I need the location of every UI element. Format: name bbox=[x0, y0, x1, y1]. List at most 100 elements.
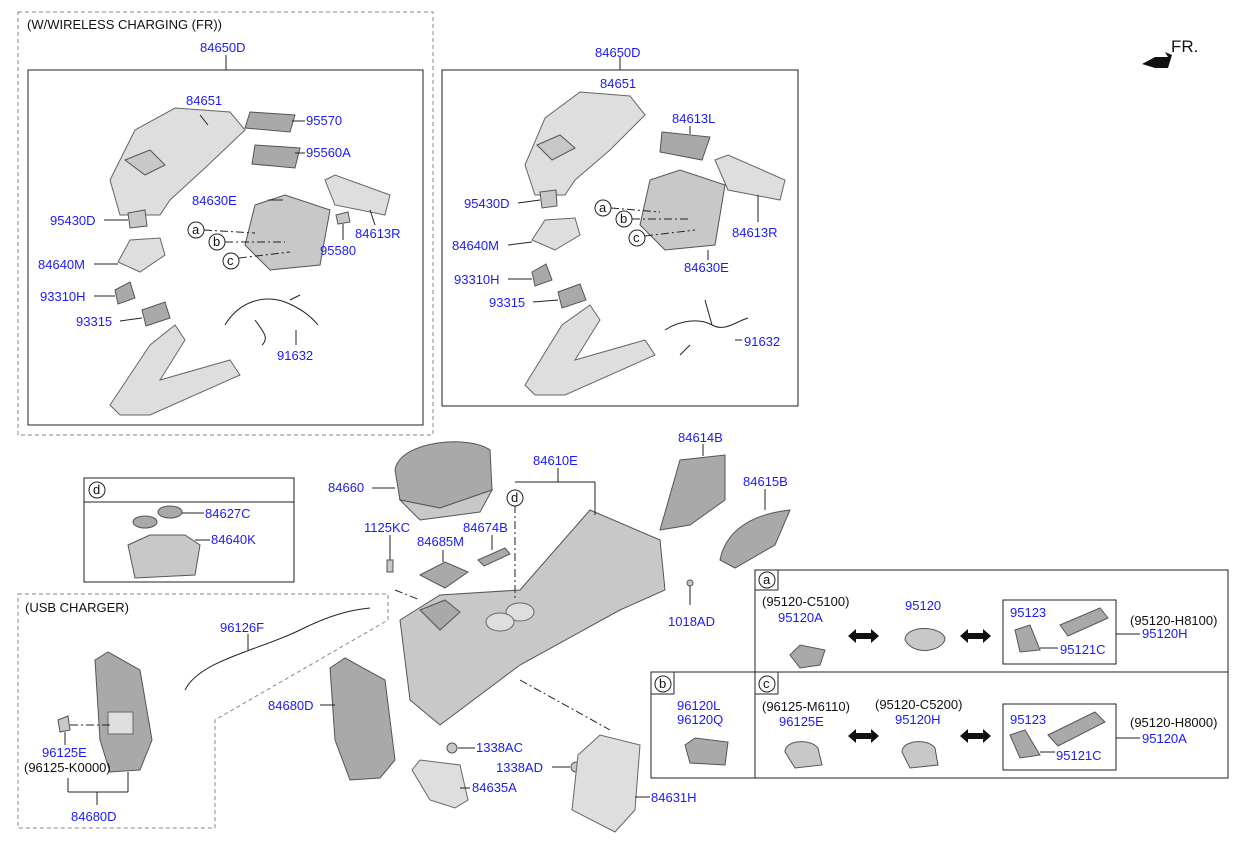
part-1338AC-label[interactable]: 1338AC bbox=[476, 740, 523, 755]
b-96120Q-label[interactable]: 96120Q bbox=[677, 712, 723, 727]
part-84685M-label[interactable]: 84685M bbox=[417, 534, 464, 549]
clip-1018AD bbox=[686, 579, 694, 587]
part-84635A-label[interactable]: 84635A bbox=[472, 780, 517, 795]
callout-c-circle-1 bbox=[222, 252, 240, 270]
a-socket-95120A bbox=[789, 644, 826, 669]
a-arrow-1 bbox=[848, 629, 879, 643]
callout-d-circle bbox=[506, 489, 524, 507]
b-aux-jack bbox=[684, 737, 729, 766]
part-91632-label[interactable]: 91632 bbox=[277, 348, 313, 363]
c-95121C-label[interactable]: 95121C bbox=[1056, 748, 1102, 763]
detail-d-badge-circle bbox=[88, 481, 106, 499]
part-96126F-label[interactable]: 96126F bbox=[220, 620, 264, 635]
c-95120-H8000: (95120-H8000) bbox=[1130, 715, 1217, 730]
callout-c-2: c bbox=[633, 230, 640, 245]
part-84615B-label[interactable]: 84615B bbox=[743, 474, 788, 489]
switch-93310H bbox=[114, 281, 136, 305]
part-84674B-label[interactable]: 84674B bbox=[463, 520, 508, 535]
detail-b-badge-circle bbox=[654, 675, 672, 693]
c-95120H-label[interactable]: 95120H bbox=[895, 712, 941, 727]
switch-95430D bbox=[127, 209, 148, 229]
part-84660-label[interactable]: 84660 bbox=[328, 480, 364, 495]
part-95560A-label[interactable]: 95560A bbox=[306, 145, 351, 160]
a-95120H-label[interactable]: 95120H bbox=[1142, 626, 1188, 641]
part-95580-label[interactable]: 95580 bbox=[320, 243, 356, 258]
part-84640K-label[interactable]: 84640K bbox=[211, 532, 256, 547]
bezel-84640M bbox=[117, 237, 166, 273]
part-95430D-b-label[interactable]: 95430D bbox=[464, 196, 510, 211]
side-panel-84614B bbox=[659, 454, 726, 531]
part-84614B-label[interactable]: 84614B bbox=[678, 430, 723, 445]
callout-c-circle-2 bbox=[628, 229, 646, 247]
part-93310H-label[interactable]: 93310H bbox=[40, 289, 86, 304]
callout-b-1: b bbox=[213, 234, 220, 249]
armrest-base bbox=[398, 489, 494, 521]
switch-93315 bbox=[141, 301, 171, 327]
a-95123-label[interactable]: 95123 bbox=[1010, 605, 1046, 620]
part-84640M-b-label[interactable]: 84640M bbox=[452, 238, 499, 253]
switch-93310H-b bbox=[531, 263, 553, 287]
part-84610E-label[interactable]: 84610E bbox=[533, 453, 578, 468]
front-direction-label: FR. bbox=[1171, 37, 1198, 56]
a-95121C-label[interactable]: 95121C bbox=[1060, 642, 1106, 657]
console-tray-84630E-b bbox=[639, 169, 726, 251]
part-1018AD-label[interactable]: 1018AD bbox=[668, 614, 715, 629]
part-84613R-b-label[interactable]: 84613R bbox=[732, 225, 778, 240]
part-84651-label[interactable]: 84651 bbox=[186, 93, 222, 108]
c-95123-label[interactable]: 95123 bbox=[1010, 712, 1046, 727]
wireless-charger-95560A bbox=[251, 144, 301, 169]
callout-a-2: a bbox=[599, 200, 607, 215]
a-95120-C5100: (95120-C5100) bbox=[762, 594, 849, 609]
wiring-harness-91632 bbox=[224, 294, 319, 346]
cup-mat-84627C-b bbox=[157, 505, 183, 519]
part-84680D-a-label[interactable]: 84680D bbox=[268, 698, 314, 713]
part-84630E-b-label[interactable]: 84630E bbox=[684, 260, 729, 275]
part-95570-label[interactable]: 95570 bbox=[306, 113, 342, 128]
part-91632-b-label[interactable]: 91632 bbox=[744, 334, 780, 349]
part-84631H-label[interactable]: 84631H bbox=[651, 790, 697, 805]
part-84640M-label[interactable]: 84640M bbox=[38, 257, 85, 272]
c-group-95120A-box bbox=[1002, 703, 1117, 771]
part-1125KC-label[interactable]: 1125KC bbox=[364, 520, 410, 535]
a-group-95120H-box bbox=[1002, 599, 1117, 665]
a-95120A-label[interactable]: 95120A bbox=[778, 610, 823, 625]
part-95580-shape bbox=[335, 211, 351, 225]
cup-holder-front bbox=[505, 602, 535, 622]
part-84680D-b-label[interactable]: 84680D bbox=[71, 809, 117, 824]
detail-a-badge: a bbox=[763, 572, 771, 587]
part-93315-label[interactable]: 93315 bbox=[76, 314, 112, 329]
b-96120L-label[interactable]: 96120L bbox=[677, 698, 720, 713]
part-84613L-label[interactable]: 84613L bbox=[672, 111, 715, 126]
part-1338AD-label[interactable]: 1338AD bbox=[496, 760, 543, 775]
c-95120A-label[interactable]: 95120A bbox=[1142, 731, 1187, 746]
detail-d-box bbox=[83, 477, 295, 583]
part-84651-b-label[interactable]: 84651 bbox=[600, 76, 636, 91]
c-socket-95120H bbox=[901, 741, 939, 769]
pad-84613L bbox=[659, 131, 711, 161]
part-84613R-label[interactable]: 84613R bbox=[355, 226, 401, 241]
part-96125E-label[interactable]: 96125E bbox=[42, 745, 87, 760]
side-panel-84615B bbox=[719, 509, 791, 569]
console-side-84613R-b bbox=[714, 154, 786, 201]
wiring-harness-91632-b bbox=[664, 299, 749, 356]
console-tray-84630E bbox=[244, 194, 331, 271]
a-95120-label[interactable]: 95120 bbox=[905, 598, 941, 613]
detail-c-box bbox=[754, 671, 1229, 779]
part-93310H-b-label[interactable]: 93310H bbox=[454, 272, 500, 287]
c-96125E-label[interactable]: 96125E bbox=[779, 714, 824, 729]
part-84650D-b-label[interactable]: 84650D bbox=[595, 45, 641, 60]
c-usb-96125E bbox=[784, 741, 823, 769]
console-frame-opening-b bbox=[536, 134, 576, 161]
c-arrow-1 bbox=[848, 729, 879, 743]
wireless-group-frame bbox=[17, 11, 434, 436]
lower-trim-wireless bbox=[109, 324, 241, 416]
part-84630E-label[interactable]: 84630E bbox=[192, 193, 237, 208]
bolt-1125KC bbox=[386, 559, 394, 573]
callout-c-1: c bbox=[227, 253, 234, 268]
part-84627C-label[interactable]: 84627C bbox=[205, 506, 251, 521]
part-95430D-label[interactable]: 95430D bbox=[50, 213, 96, 228]
part-93315-b-label[interactable]: 93315 bbox=[489, 295, 525, 310]
part-84650D-label[interactable]: 84650D bbox=[200, 40, 246, 55]
a-socket-95123 bbox=[1059, 607, 1109, 637]
